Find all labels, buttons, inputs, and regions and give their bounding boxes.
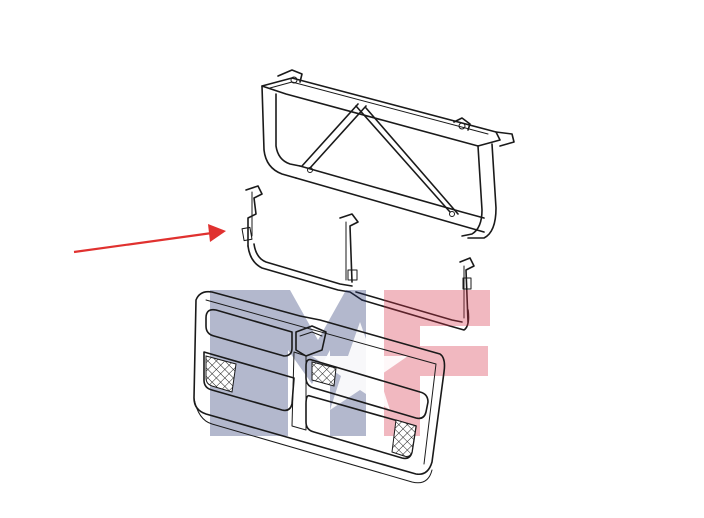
radiator-support-frame — [261, 69, 515, 239]
front-grille — [193, 290, 446, 484]
grille-mounting-bracket[interactable] — [241, 185, 475, 331]
pointer-arrow — [73, 224, 226, 254]
mf-star-logo — [210, 290, 490, 436]
